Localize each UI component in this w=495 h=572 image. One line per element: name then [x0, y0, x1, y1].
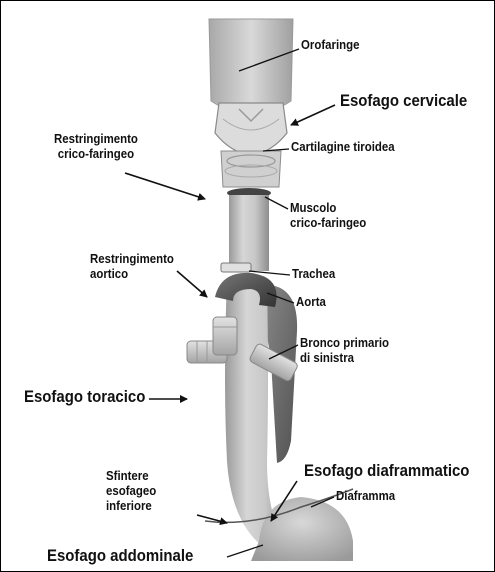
label-restringimento-crico-line1: Restringimento [54, 132, 138, 147]
label-sfintere-line2: esofageo [106, 484, 156, 499]
label-diaframma: Diaframma [336, 489, 395, 504]
label-orofaringe: Orofaringe [301, 38, 359, 53]
label-restringimento-aortico-line1: Restringimento [90, 252, 174, 267]
label-cartilagine-tiroidea: Cartilagine tiroidea [291, 140, 395, 155]
label-esofago-addominale: Esofago addominale [47, 546, 193, 566]
label-esofago-cervicale: Esofago cervicale [340, 91, 467, 111]
label-trachea: Trachea [292, 267, 335, 282]
upper-esophagus-tube [229, 195, 269, 271]
label-muscolo-crico-faringeo: Muscolo crico-faringeo [290, 201, 366, 231]
label-sfintere-esofageo-inferiore: Sfintere esofageo inferiore [106, 469, 156, 514]
thyroid-cartilage-shape [215, 103, 287, 155]
label-bronco-line2: di sinistra [300, 351, 389, 366]
label-esofago-diaframmatico: Esofago diaframmatico [304, 461, 469, 481]
label-muscolo-line1: Muscolo [290, 201, 366, 216]
label-restringimento-crico: Restringimento crico-faringeo [54, 132, 138, 162]
label-sfintere-line3: inferiore [106, 499, 156, 514]
cricoid-shape [221, 151, 281, 187]
label-esofago-toracico: Esofago toracico [24, 387, 145, 407]
label-sfintere-line1: Sfintere [106, 469, 156, 484]
label-restringimento-aortico-line2: aortico [90, 267, 174, 282]
oropharynx-shape [209, 19, 293, 115]
label-bronco-primario: Bronco primario di sinistra [300, 336, 389, 366]
label-muscolo-line2: crico-faringeo [290, 216, 366, 231]
label-restringimento-crico-line2: crico-faringeo [54, 147, 138, 162]
label-restringimento-aortico: Restringimento aortico [90, 252, 174, 282]
label-aorta: Aorta [296, 295, 326, 310]
label-bronco-line1: Bronco primario [300, 336, 389, 351]
